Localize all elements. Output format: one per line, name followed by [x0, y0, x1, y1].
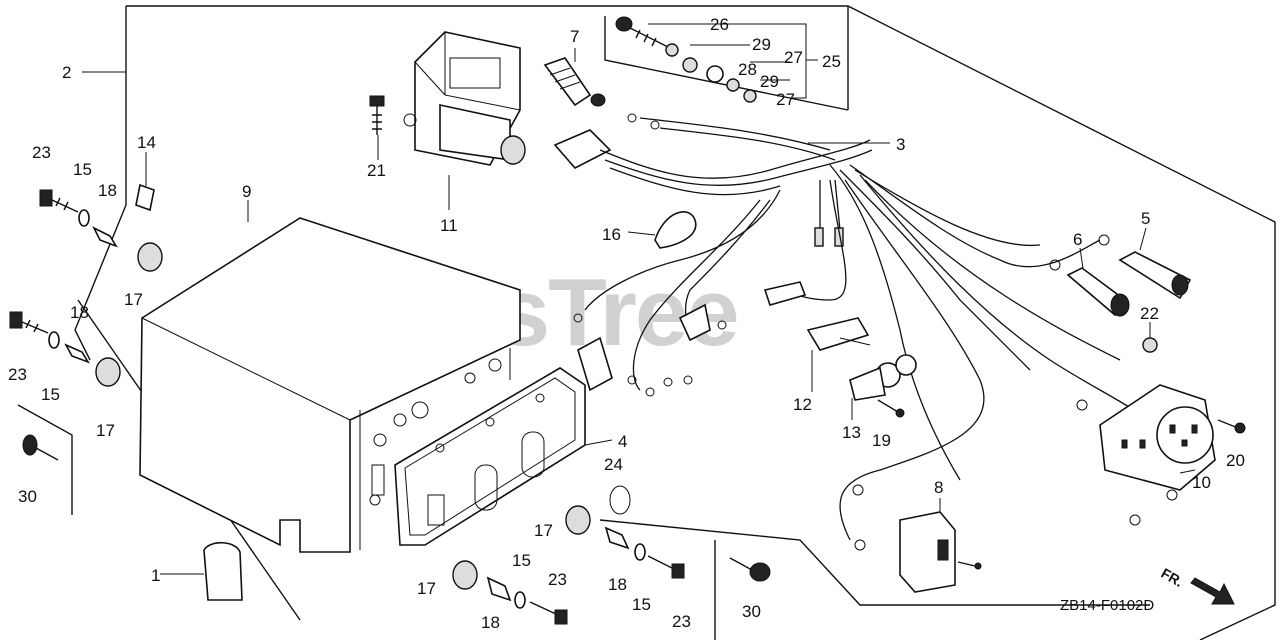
- callout-7: 7: [570, 27, 579, 46]
- callout-labels: 1 2 3 4 5 6 7 8 9 10 11 12 13 14 15 15 1…: [8, 15, 1245, 632]
- callout-19: 19: [872, 431, 891, 450]
- grommet-part-1[interactable]: [203, 541, 243, 601]
- callout-8: 8: [934, 478, 943, 497]
- switch-part-13[interactable]: [849, 354, 917, 401]
- callout-29-upper: 29: [752, 35, 771, 54]
- callout-18-lower: 18: [70, 303, 89, 322]
- washer-part-15-lower[interactable]: [48, 331, 60, 349]
- callout-6: 6: [1073, 230, 1082, 249]
- clamp-part-16[interactable]: [654, 211, 697, 249]
- grommet-part-17-upper[interactable]: [137, 242, 163, 272]
- nut-part-22[interactable]: [1142, 337, 1158, 353]
- callout-13: 13: [842, 423, 861, 442]
- callout-23-upper: 23: [32, 143, 51, 162]
- callout-20: 20: [1226, 451, 1245, 470]
- callout-25: 25: [822, 52, 841, 71]
- callout-17-bottom: 17: [417, 579, 436, 598]
- screw-part-19[interactable]: [877, 399, 905, 418]
- callout-17-lower: 17: [96, 421, 115, 440]
- bolt-part-23-bottom[interactable]: [529, 601, 568, 625]
- callout-21: 21: [367, 161, 386, 180]
- callout-15-mid: 15: [632, 595, 651, 614]
- callout-30-bottom: 30: [742, 602, 761, 621]
- callout-27-upper: 27: [784, 48, 803, 67]
- callout-4: 4: [618, 432, 627, 451]
- bolt-part-23-mid[interactable]: [647, 555, 685, 579]
- control-box-part-9[interactable]: [139, 217, 521, 553]
- callout-10: 10: [1192, 473, 1211, 492]
- callout-29-lower: 29: [760, 72, 779, 91]
- callout-2: 2: [62, 63, 71, 82]
- fuse-holder-part-5[interactable]: [1118, 251, 1192, 300]
- boundary-left-box: [17, 404, 73, 515]
- assembly-boundary: [74, 5, 1276, 640]
- front-label: FR.: [1159, 565, 1187, 590]
- arrow-right-icon: [1190, 577, 1235, 605]
- grommet-part-17-bottom[interactable]: [452, 560, 478, 590]
- grommet-part-17-mid[interactable]: [565, 505, 591, 535]
- o-ring-part-24[interactable]: [609, 485, 631, 515]
- bolt-part-23-upper[interactable]: [39, 189, 79, 213]
- collar-part-18-upper[interactable]: [92, 226, 118, 248]
- stud-part-30-bottom[interactable]: [729, 557, 771, 582]
- callout-15-lower: 15: [41, 385, 60, 404]
- bolt-part-23-lower[interactable]: [9, 311, 49, 334]
- callout-3: 3: [896, 135, 905, 154]
- control-panel-part-4[interactable]: [394, 367, 586, 546]
- callout-16: 16: [602, 225, 621, 244]
- callout-15-upper: 15: [73, 160, 92, 179]
- bracket-part-12[interactable]: [763, 281, 871, 351]
- callout-12: 12: [793, 395, 812, 414]
- callout-22: 22: [1140, 304, 1159, 323]
- callout-1: 1: [151, 566, 160, 585]
- callout-11: 11: [440, 216, 458, 235]
- callout-5: 5: [1141, 209, 1150, 228]
- callout-23-mid: 23: [672, 612, 691, 631]
- washer-part-15-mid[interactable]: [634, 543, 646, 561]
- drawing-code: ZB14-F0102D: [1060, 597, 1154, 614]
- callout-28: 28: [738, 60, 757, 79]
- callout-30-left: 30: [18, 487, 37, 506]
- collar-part-18-bottom[interactable]: [486, 576, 512, 602]
- callout-24: 24: [604, 455, 623, 474]
- callout-23-bottom: 23: [548, 570, 567, 589]
- front-direction-indicator: FR.: [1159, 565, 1235, 605]
- grommet-part-17-lower[interactable]: [95, 357, 121, 387]
- callout-17-upper: 17: [124, 290, 143, 309]
- collar-part-18-lower[interactable]: [64, 343, 90, 364]
- fuse-holder-part-6[interactable]: [1066, 267, 1130, 317]
- callout-26: 26: [710, 15, 729, 34]
- washer-part-15-upper[interactable]: [78, 209, 90, 227]
- washer-part-15-bottom[interactable]: [514, 591, 526, 609]
- connector-part-7[interactable]: [543, 57, 606, 107]
- screw-part-20[interactable]: [1217, 419, 1246, 434]
- ignition-unit-part-11[interactable]: [403, 31, 526, 166]
- collar-part-18-mid[interactable]: [604, 526, 630, 550]
- receptacle-part-10[interactable]: [1099, 384, 1216, 491]
- screw-part-21[interactable]: [369, 95, 385, 135]
- callout-14: 14: [137, 133, 156, 152]
- bolt-set-part-26[interactable]: [615, 16, 757, 103]
- circuit-breaker-part-8[interactable]: [899, 511, 982, 593]
- label-part-14[interactable]: [135, 183, 155, 212]
- callout-27-lower: 27: [776, 90, 795, 109]
- callout-17-mid: 17: [534, 521, 553, 540]
- callout-18-upper: 18: [98, 181, 117, 200]
- stud-part-30-left[interactable]: [22, 434, 59, 461]
- callout-18-bottom: 18: [481, 613, 500, 632]
- callout-9: 9: [242, 182, 251, 201]
- callout-15-bottom: 15: [512, 551, 531, 570]
- callout-18-mid: 18: [608, 575, 627, 594]
- leader-lines: [82, 23, 1196, 606]
- wire-harness-part-3[interactable]: [553, 113, 1178, 551]
- callout-23-lower: 23: [8, 365, 27, 384]
